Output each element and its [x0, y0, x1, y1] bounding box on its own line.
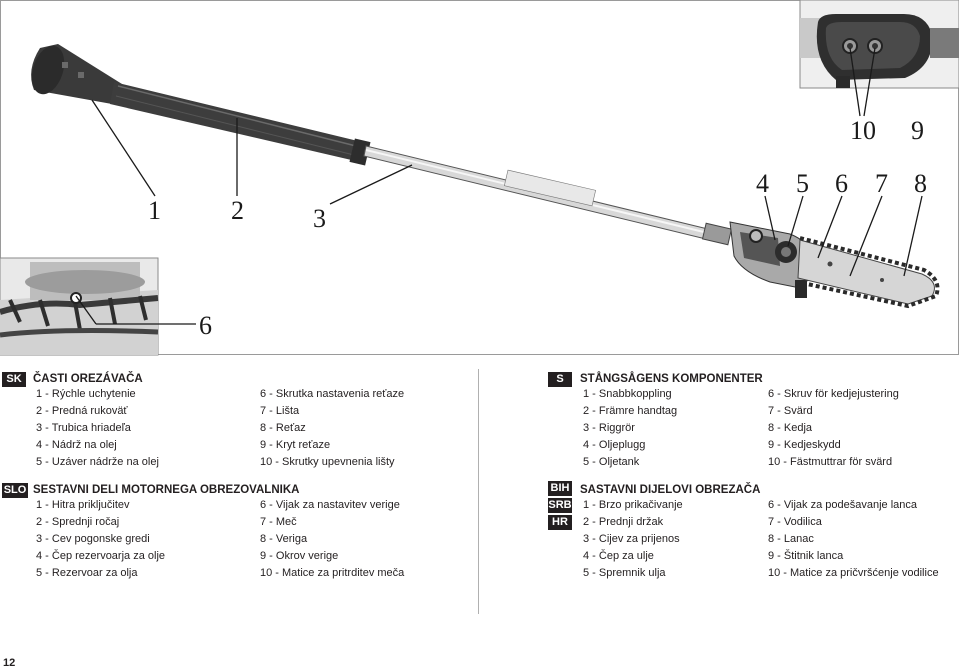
parts-list-s-col2: 6 - Skruv för kedjejustering 7 - Svärd 8… [768, 386, 899, 471]
list-item: 7 - Svärd [768, 405, 813, 417]
list-item: 6 - Vijak za nastavitev verige [260, 499, 400, 511]
callout-7: 7 [875, 169, 888, 198]
list-item: 9 - Kedjeskydd [768, 439, 841, 451]
list-item: 9 - Okrov verige [260, 550, 339, 562]
list-item: 1 - Brzo prikačivanje [583, 499, 683, 511]
list-item: 5 - Uzáver nádrže na olej [36, 456, 159, 468]
list-item: 3 - Riggrör [583, 422, 635, 434]
pole-saw [31, 44, 940, 309]
list-item: 5 - Spremnik ulja [583, 567, 666, 579]
callout-2: 2 [231, 196, 244, 225]
lang-badge-sk: SK [2, 372, 26, 387]
parts-list-bih-col2: 6 - Vijak za podešavanje lanca 7 - Vodil… [768, 497, 939, 582]
inset-bottom-left [0, 257, 159, 356]
section-title-bih: SASTAVNI DIJELOVI OBREZAČA [580, 484, 761, 496]
lang-badge-hr: HR [548, 515, 572, 530]
list-item: 4 - Čep rezervoarja za olje [36, 550, 166, 562]
lang-badge-bih: BIH [548, 481, 572, 496]
list-item: 7 - Lišta [260, 405, 300, 417]
list-item: 8 - Kedja [768, 422, 813, 434]
list-item: 3 - Trubica hriadeľa [36, 422, 131, 434]
list-item: 1 - Hitra priključitev [36, 499, 130, 511]
parts-list-slo-col2: 6 - Vijak za nastavitev verige 7 - Meč 8… [260, 497, 404, 582]
parts-list-s-col1: 1 - Snabbkoppling 2 - Främre handtag 3 -… [583, 386, 677, 471]
parts-list-sk-col2: 6 - Skrutka nastavenia reťaze 7 - Lišta … [260, 386, 404, 471]
callout-4: 4 [756, 169, 769, 198]
callout-1: 1 [148, 196, 161, 225]
section-title-slo: SESTAVNI DELI MOTORNEGA OBREZOVALNIKA [33, 484, 300, 496]
list-item: 4 - Oljeplugg [583, 439, 646, 451]
list-item: 1 - Rýchle uchytenie [36, 388, 136, 400]
list-item: 9 - Kryt reťaze [260, 439, 331, 451]
list-item: 6 - Skrutka nastavenia reťaze [260, 388, 405, 400]
list-item: 10 - Fästmuttrar för svärd [768, 456, 893, 468]
callout-8: 8 [914, 169, 927, 198]
list-item: 9 - Štitnik lanca [768, 550, 844, 562]
product-illustration: 1 2 3 4 5 6 7 8 10 9 6 [0, 0, 959, 356]
lang-badge-srb: SRB [548, 498, 572, 513]
list-item: 7 - Meč [260, 516, 297, 528]
list-item: 3 - Cijev za prijenos [583, 533, 680, 545]
callout-5: 5 [796, 169, 809, 198]
list-item: 1 - Snabbkoppling [583, 388, 672, 400]
list-item: 10 - Skrutky upevnenia lišty [260, 456, 395, 468]
page-number: 12 [3, 657, 16, 669]
list-item: 5 - Oljetank [583, 456, 640, 468]
callout-6: 6 [835, 169, 848, 198]
callout-3: 3 [313, 204, 326, 233]
list-item: 3 - Cev pogonske gredi [36, 533, 150, 545]
callout-9: 9 [911, 116, 924, 145]
list-item: 2 - Prednji držak [583, 516, 664, 528]
list-item: 4 - Čep za ulje [583, 550, 654, 562]
lang-badge-slo: SLO [2, 483, 28, 498]
list-item: 2 - Sprednji ročaj [36, 516, 120, 528]
inset-top-right [799, 0, 959, 89]
list-item: 10 - Matice za pričvršćenje vodilice [768, 567, 939, 579]
list-item: 7 - Vodilica [768, 516, 822, 528]
list-item: 8 - Lanac [768, 533, 814, 545]
list-item: 8 - Reťaz [260, 422, 306, 434]
parts-list-slo-col1: 1 - Hitra priključitev 2 - Sprednji roča… [36, 497, 165, 582]
pole-saw-drawing [0, 0, 959, 356]
lang-badge-s: S [548, 372, 572, 387]
parts-list-sk-col1: 1 - Rýchle uchytenie 2 - Predná rukoväť … [36, 386, 159, 471]
list-item: 10 - Matice za pritrditev meča [260, 567, 405, 579]
list-item: 2 - Predná rukoväť [36, 405, 128, 417]
callout-inset-6: 6 [199, 311, 212, 340]
parts-list-bih-col1: 1 - Brzo prikačivanje 2 - Prednji držak … [583, 497, 683, 582]
leader-lines [75, 47, 923, 325]
list-item: 4 - Nádrž na olej [36, 439, 117, 451]
column-divider [478, 369, 479, 614]
list-item: 8 - Veriga [260, 533, 308, 545]
list-item: 5 - Rezervoar za olja [36, 567, 138, 579]
section-title-sk: ČASTI OREZÁVAČA [33, 373, 143, 385]
section-title-s: STÅNGSÅGENS KOMPONENTER [580, 373, 763, 385]
list-item: 6 - Skruv för kedjejustering [768, 388, 899, 400]
list-item: 6 - Vijak za podešavanje lanca [768, 499, 918, 511]
callout-10: 10 [850, 116, 876, 145]
list-item: 2 - Främre handtag [583, 405, 678, 417]
